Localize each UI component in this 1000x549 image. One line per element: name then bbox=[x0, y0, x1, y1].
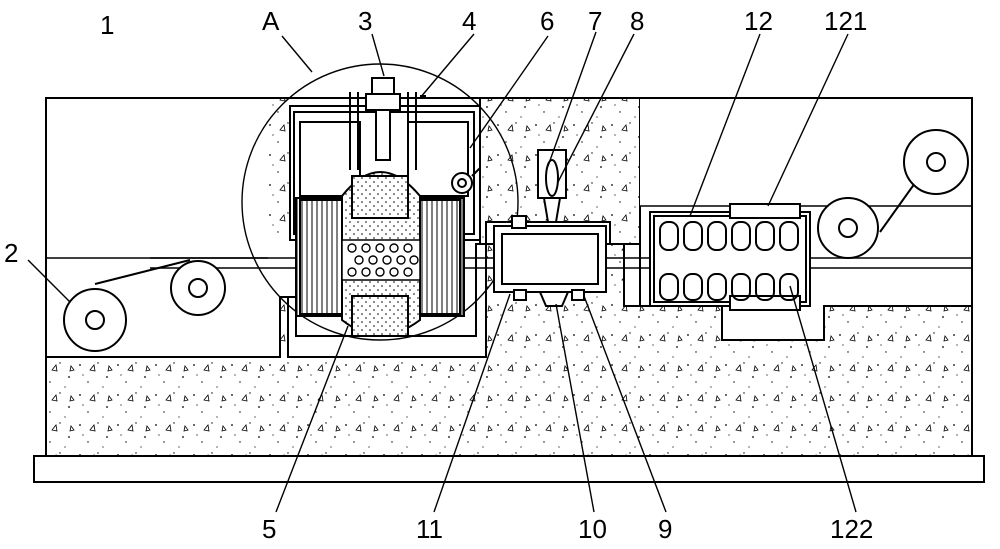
label-5: 5 bbox=[262, 514, 276, 544]
part-labels: 1 A 3 4 6 7 8 12 121 2 5 11 10 9 122 bbox=[4, 6, 873, 544]
label-9: 9 bbox=[658, 514, 672, 544]
label-4: 4 bbox=[462, 6, 476, 36]
upper-coils bbox=[659, 221, 799, 251]
main-housing bbox=[45, 97, 973, 457]
label-12: 12 bbox=[744, 6, 773, 36]
roller-array bbox=[649, 203, 811, 311]
label-122: 122 bbox=[830, 514, 873, 544]
right-roller-upper bbox=[903, 129, 969, 195]
label-3: 3 bbox=[358, 6, 372, 36]
nozzle-assembly bbox=[537, 149, 567, 223]
left-roller-large bbox=[63, 288, 127, 352]
label-2: 2 bbox=[4, 238, 18, 268]
label-121: 121 bbox=[824, 6, 867, 36]
label-a: A bbox=[262, 6, 280, 36]
lower-coils bbox=[659, 273, 799, 301]
leader-lines bbox=[27, 31, 857, 513]
right-roller-lower bbox=[817, 197, 879, 259]
slider-block bbox=[493, 215, 607, 307]
label-7: 7 bbox=[588, 6, 602, 36]
label-8: 8 bbox=[630, 6, 644, 36]
label-11: 11 bbox=[416, 514, 443, 544]
label-1: 1 bbox=[100, 10, 114, 40]
press-assembly bbox=[288, 77, 486, 337]
label-10: 10 bbox=[578, 514, 607, 544]
label-6: 6 bbox=[540, 6, 554, 36]
left-roller-small bbox=[170, 260, 226, 316]
